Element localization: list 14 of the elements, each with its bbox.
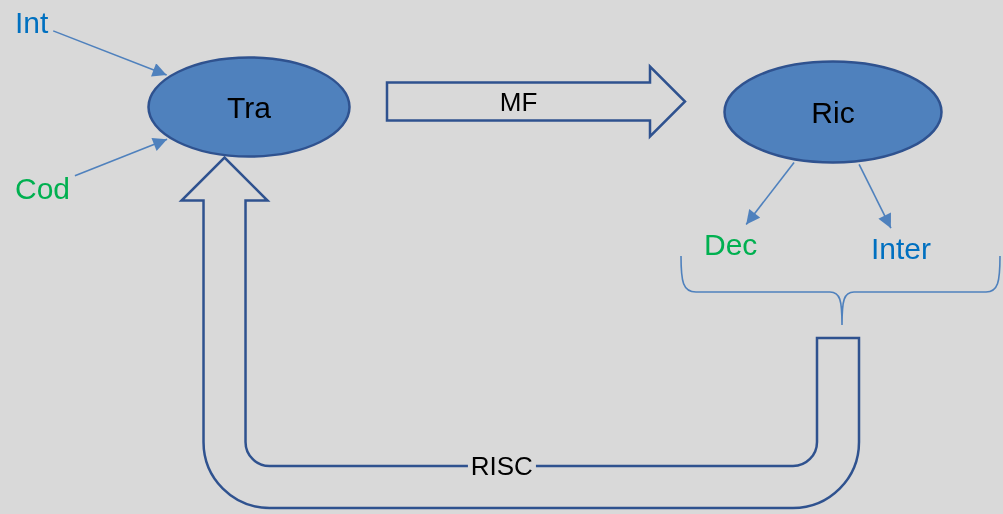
arrow [52,30,168,77]
arrow [745,161,795,226]
node-text: Cod [12,170,74,207]
node-label: Tra [226,90,272,124]
node-label: Ric [810,95,856,129]
block-arrow [180,156,861,510]
arrow [858,163,892,229]
node-text: Inter [868,230,935,267]
node-text: Dec [701,226,761,263]
arrow [74,137,168,177]
block-arrow [385,63,687,140]
ellipse-node [147,56,351,158]
node-text: Int [12,4,52,41]
ellipse-node [723,60,943,164]
